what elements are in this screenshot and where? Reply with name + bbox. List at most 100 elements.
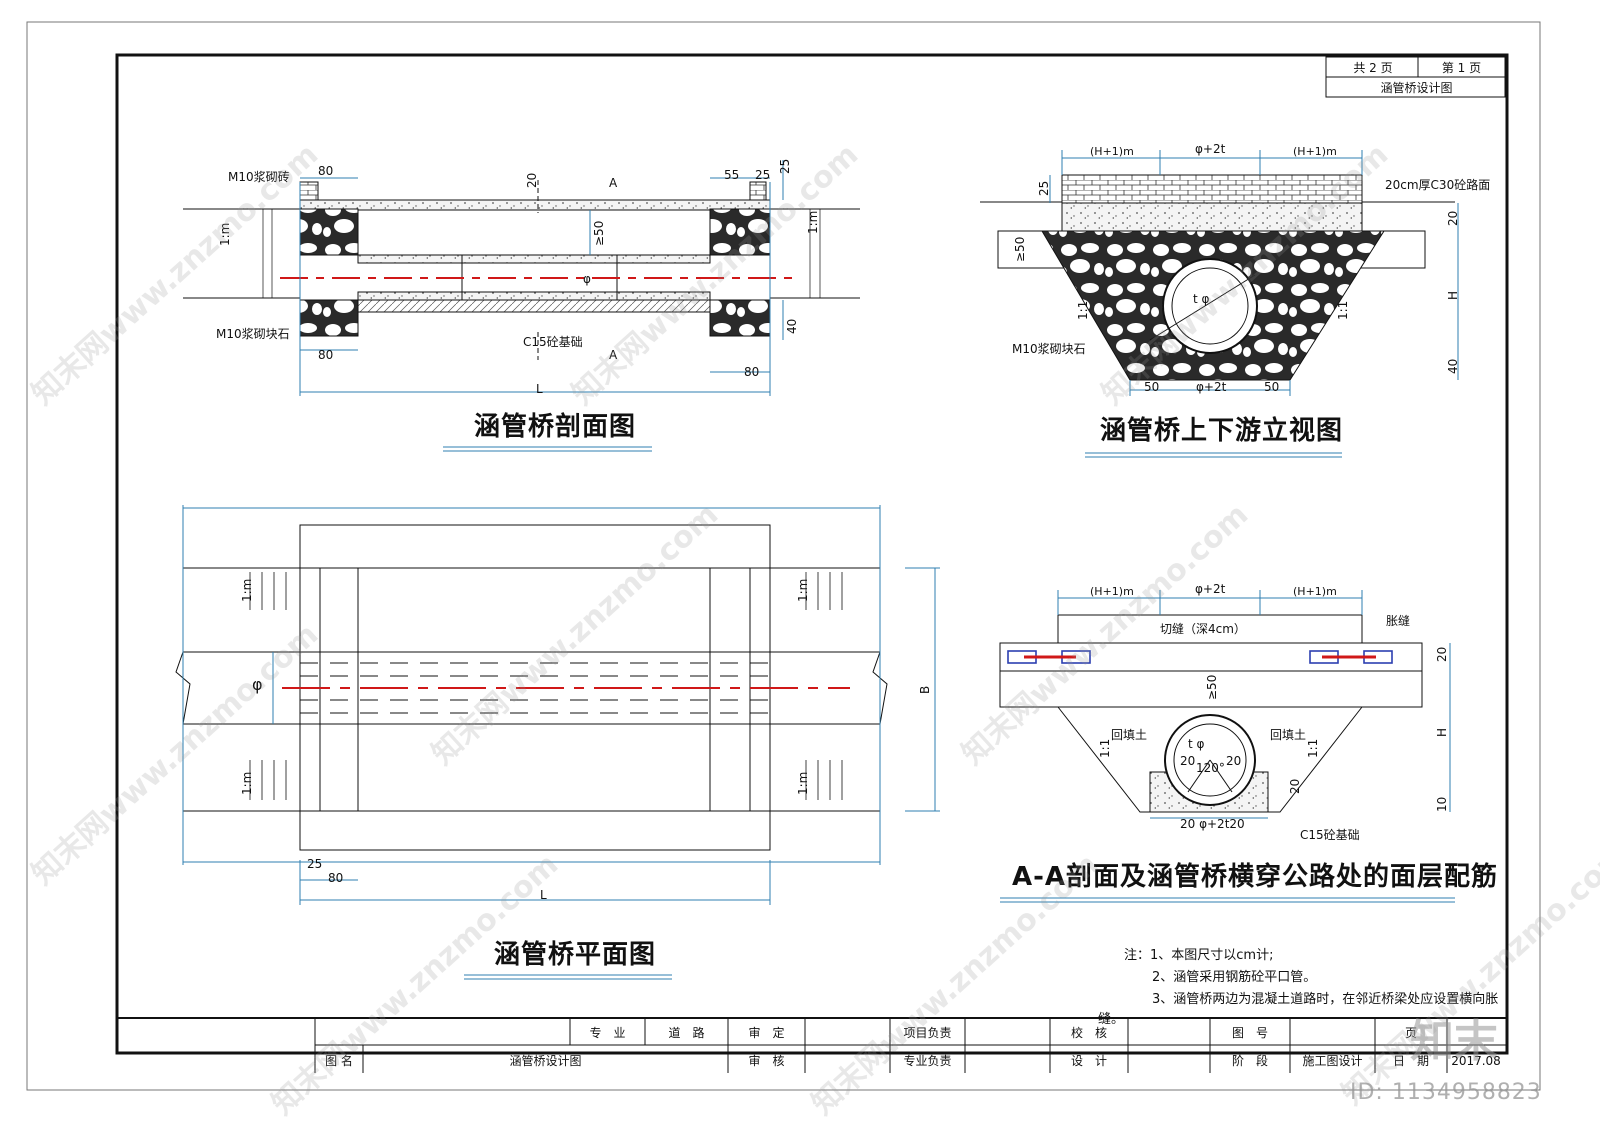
- tb-date-value: 2017.08: [1451, 1054, 1501, 1068]
- aa-dim-H: H: [1435, 727, 1449, 737]
- aa-h1-left: (H+1)m: [1090, 585, 1134, 598]
- dim-20: 20: [525, 172, 539, 188]
- tb-date-label: 日 期: [1392, 1054, 1429, 1068]
- elev-pavement: 20cm厚C30砼路面: [1385, 178, 1491, 192]
- plan-slope-tl: 1:m: [240, 578, 254, 602]
- plan-slope-tr: 1:m: [796, 578, 810, 602]
- tb-check-label: 校 核: [1070, 1026, 1107, 1040]
- plan-dim-B: B: [918, 685, 932, 694]
- section-a-top: A: [609, 176, 618, 190]
- dim-80-bottom-right: 80: [744, 365, 760, 379]
- aa-slope-left: 1:1: [1098, 738, 1112, 758]
- dim-25-b: 25: [778, 158, 792, 174]
- elevation-title: 涵管桥上下游立视图: [1100, 416, 1344, 446]
- aa-slope-right: 1:1: [1306, 738, 1320, 758]
- brand-logo: 知末: [1410, 1016, 1498, 1067]
- tb-project-lead-label: 项目负责: [903, 1026, 952, 1040]
- elev-m10-stone: M10浆砌块石: [1012, 342, 1086, 356]
- slope-right: 1:m: [806, 210, 820, 234]
- aa-expansion-joint: 胀缝: [1386, 614, 1411, 628]
- note-line-1: 注：1、本图尺寸以cm计;: [1124, 948, 1274, 963]
- elev-dim-25: 25: [1037, 180, 1051, 196]
- dim-L-section: L: [536, 382, 543, 396]
- aa-backfill-left: 回填土: [1111, 728, 1148, 742]
- total-pages: 共 2 页: [1353, 61, 1393, 75]
- tb-drawing-no-label: 图 号: [1231, 1026, 1268, 1040]
- plan-dim-L: L: [540, 888, 547, 902]
- elev-dim-phi2t-bottom: φ+2t: [1196, 380, 1227, 394]
- dim-80-top: 80: [318, 164, 334, 178]
- dim-25-a: 25: [755, 168, 771, 182]
- note-line-2: 2、涵管采用钢筋砼平口管。: [1152, 970, 1317, 985]
- aa-h1-right: (H+1)m: [1293, 585, 1337, 598]
- label-m10-stone: M10浆砌块石: [216, 327, 290, 341]
- aa-bottom-dims: 20 φ+2t20: [1180, 817, 1245, 831]
- aa-t-phi: t φ: [1188, 737, 1205, 751]
- dim-55: 55: [724, 168, 740, 182]
- aa-phi2t: φ+2t: [1195, 582, 1226, 596]
- tb-stage-label: 阶 段: [1231, 1054, 1268, 1068]
- elev-dim-50-left: 50: [1144, 380, 1160, 394]
- aa-dim-20-right: 20: [1226, 754, 1242, 768]
- aa-dim-10: 10: [1435, 796, 1449, 812]
- plan-slope-br: 1:m: [796, 771, 810, 795]
- aa-backfill-right: 回填土: [1270, 728, 1307, 742]
- aa-dim-20-left: 20: [1180, 754, 1196, 768]
- elevation-dims: [1049, 150, 1459, 396]
- aa-angle: 120°: [1196, 761, 1225, 775]
- elev-t-phi: t φ: [1193, 292, 1210, 306]
- phi-symbol: φ: [583, 272, 591, 286]
- page-number: 第 1 页: [1441, 61, 1482, 75]
- aa-dims: [1057, 590, 1451, 819]
- dim-80-bottom-left: 80: [318, 348, 334, 362]
- elev-dim-H: H: [1446, 290, 1460, 300]
- dim-40: 40: [785, 318, 799, 334]
- title-block-grid: [117, 1017, 1507, 1073]
- tb-discipline-lead-label: 专业负责: [903, 1054, 952, 1068]
- tb-major-label: 专 业: [589, 1026, 626, 1040]
- elev-dim-ge50: ≥50: [1013, 236, 1027, 262]
- aa-view: [999, 614, 1423, 813]
- section-view: [183, 180, 860, 360]
- tb-design-label: 设 计: [1070, 1054, 1107, 1068]
- tb-name-label: 图 名: [325, 1054, 353, 1068]
- plan-title: 涵管桥平面图: [494, 940, 657, 970]
- aa-title: A-A剖面及涵管桥横穿公路处的面层配筋: [1012, 862, 1499, 892]
- slope-left: 1:m: [218, 222, 232, 246]
- aa-dim-20b: 20: [1288, 778, 1302, 794]
- elev-dim-40: 40: [1446, 358, 1460, 374]
- note-line-3b: 缝。: [1098, 1012, 1125, 1027]
- elev-slope-left: 1:1: [1076, 300, 1090, 320]
- label-m10-brick: M10浆砌砖: [228, 170, 290, 184]
- plan-slope-bl: 1:m: [240, 771, 254, 795]
- label-c15-base: C15砼基础: [523, 335, 583, 349]
- elev-dim-20: 20: [1446, 210, 1460, 226]
- section-title: 涵管桥剖面图: [474, 412, 637, 442]
- tb-major-value: 道 路: [668, 1026, 705, 1040]
- plan-phi: φ: [252, 675, 263, 694]
- tb-name-value: 涵管桥设计图: [509, 1054, 582, 1068]
- plan-view: [175, 524, 888, 851]
- elev-dim-50-right: 50: [1264, 380, 1280, 394]
- plan-dim-80: 80: [328, 871, 344, 885]
- elev-phi2t: φ+2t: [1195, 142, 1226, 156]
- aa-dim-ge50: ≥50: [1205, 674, 1219, 700]
- elev-h1-left: (H+1)m: [1090, 145, 1134, 158]
- elev-slope-right: 1:1: [1336, 300, 1350, 320]
- dim-ge50: ≥50: [592, 220, 606, 246]
- note-line-3: 3、涵管桥两边为混凝土道路时，在邻近桥梁处应设置横向胀: [1152, 992, 1499, 1007]
- elev-h1-right: (H+1)m: [1293, 145, 1337, 158]
- section-dims: [299, 160, 784, 396]
- section-a-bottom: A: [609, 348, 618, 362]
- tb-stage-value: 施工图设计: [1302, 1054, 1363, 1068]
- aa-dim-20: 20: [1435, 646, 1449, 662]
- aa-cut-joint: 切缝（深4cm）: [1160, 622, 1246, 636]
- header-drawing-name: 涵管桥设计图: [1380, 81, 1453, 95]
- aa-c15-base: C15砼基础: [1300, 828, 1360, 842]
- plan-dims: [182, 505, 940, 905]
- tb-approve-label: 审 定: [748, 1026, 785, 1040]
- tb-review-label: 审 核: [748, 1054, 785, 1068]
- tb-page-label: 页: [1404, 1026, 1417, 1040]
